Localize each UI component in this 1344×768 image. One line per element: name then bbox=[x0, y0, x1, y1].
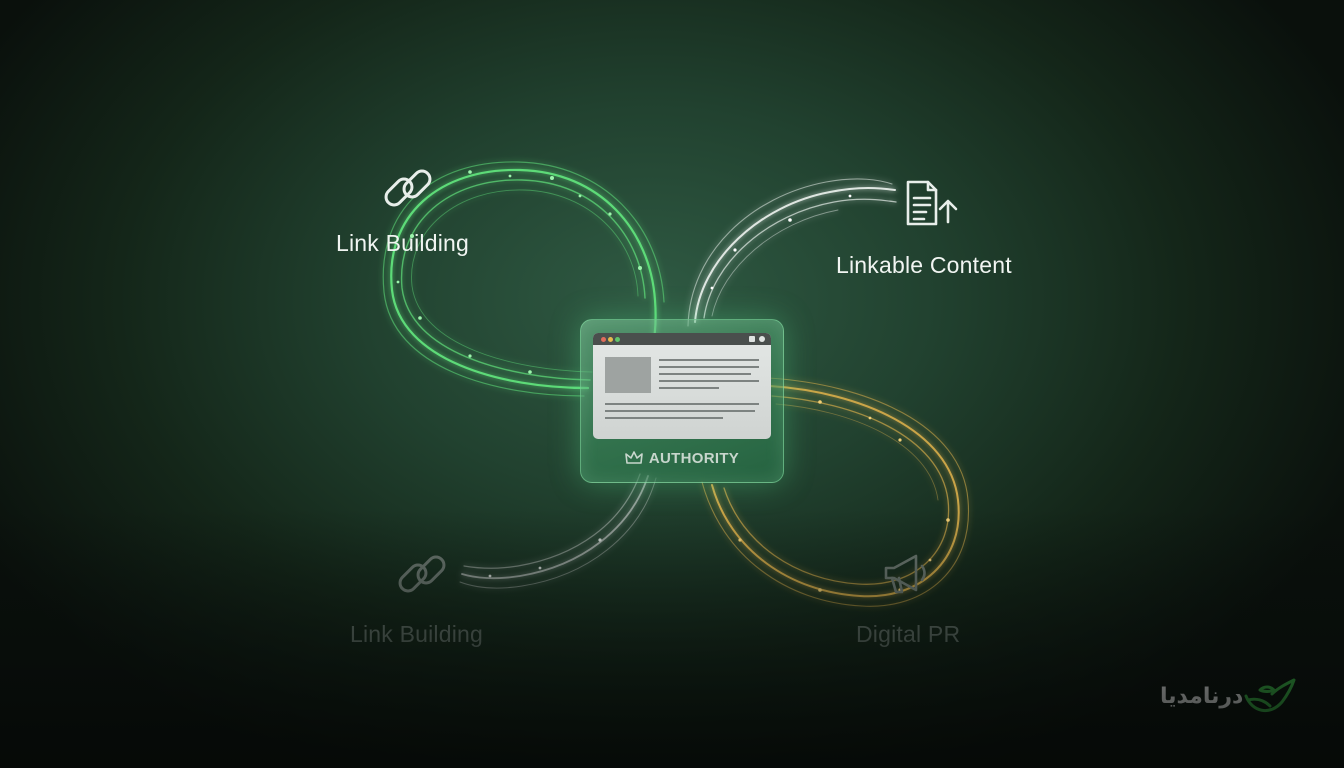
chain-link-icon bbox=[398, 555, 446, 593]
text-line bbox=[659, 359, 759, 361]
authority-label: AUTHORITY bbox=[648, 450, 740, 467]
grey-loop bbox=[459, 473, 657, 589]
label-linkable-content: Linkable Content bbox=[836, 252, 1012, 278]
green-loop bbox=[382, 161, 665, 397]
maximize-dot bbox=[615, 337, 620, 342]
gold-particles bbox=[738, 400, 950, 592]
text-line bbox=[659, 387, 719, 389]
close-dot bbox=[601, 337, 606, 342]
crown-icon bbox=[625, 451, 643, 464]
browser-title-bar bbox=[593, 333, 771, 345]
white-loop bbox=[687, 178, 897, 327]
chain-link-icon bbox=[384, 169, 432, 207]
window-control-icon bbox=[759, 336, 765, 342]
window-control-icon bbox=[749, 336, 755, 342]
megaphone-icon bbox=[884, 554, 926, 594]
authority-badge: AUTHORITY bbox=[581, 450, 783, 467]
text-line bbox=[659, 380, 759, 382]
image-placeholder bbox=[605, 357, 651, 393]
label-link-building-bottom: Link Building bbox=[350, 621, 484, 647]
white-particles bbox=[710, 194, 852, 290]
gold-loop bbox=[701, 377, 970, 607]
label-digital-pr: Digital PR bbox=[856, 621, 961, 647]
document-upload-icon bbox=[906, 180, 958, 226]
bird-leaf-icon bbox=[1244, 678, 1296, 712]
authority-card: AUTHORITY bbox=[580, 319, 784, 483]
brand-name: درنامدیا bbox=[1160, 684, 1244, 709]
browser-window-illustration bbox=[593, 333, 771, 439]
minimize-dot bbox=[608, 337, 613, 342]
grey-particles bbox=[488, 538, 602, 578]
green-particles bbox=[396, 170, 642, 374]
text-line bbox=[605, 403, 759, 405]
text-line bbox=[605, 417, 723, 419]
text-line bbox=[659, 373, 751, 375]
text-line bbox=[605, 410, 755, 412]
label-link-building-top: Link Building bbox=[336, 230, 470, 256]
text-line bbox=[659, 366, 759, 368]
brand-logo: درنامدیا bbox=[1160, 676, 1300, 720]
